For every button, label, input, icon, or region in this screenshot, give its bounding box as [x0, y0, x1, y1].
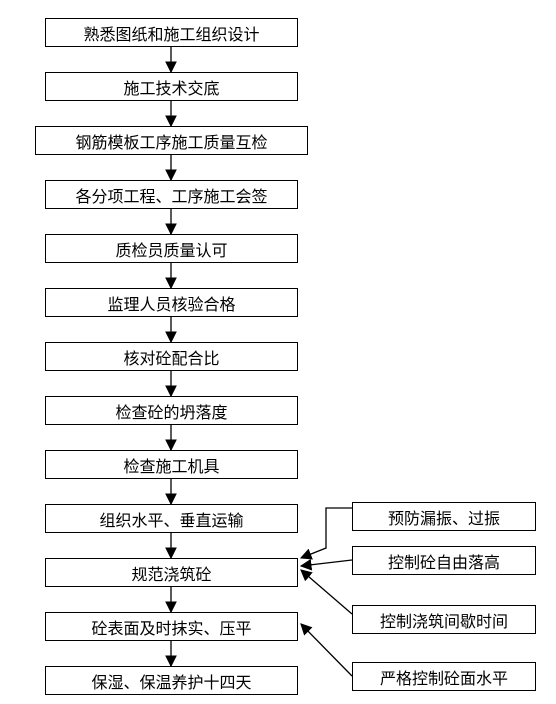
step-9: 检查施工机具: [45, 450, 298, 479]
step-1: 熟悉图纸和施工组织设计: [45, 18, 298, 47]
side-note-3: 控制浇筑间歇时间: [352, 605, 536, 634]
side-note-1: 预防漏振、过振: [352, 502, 536, 531]
side-note-4: 严格控制砼面水平: [352, 662, 536, 691]
step-13: 保湿、保温养护十四天: [45, 666, 298, 695]
step-7: 核对砼配合比: [45, 342, 298, 371]
side-arrow-2: [299, 558, 353, 571]
step-10: 组织水平、垂直运输: [45, 504, 298, 533]
step-8: 检查砼的坍落度: [45, 396, 298, 425]
step-5: 质检员质量认可: [45, 234, 298, 263]
side-arrow-1: [299, 507, 352, 560]
side-arrow-4: [300, 623, 353, 677]
step-6: 监理人员核验合格: [45, 288, 298, 317]
step-2: 施工技术交底: [45, 72, 298, 101]
side-note-2: 控制砼自由落高: [352, 546, 536, 575]
step-11: 规范浇筑砼: [45, 558, 298, 587]
step-4: 各分项工程、工序施工会签: [45, 180, 298, 209]
step-3: 钢筋模板工序施工质量互检: [35, 126, 308, 155]
side-arrow-3: [300, 569, 353, 615]
step-12: 砼表面及时抹实、压平: [45, 612, 298, 641]
